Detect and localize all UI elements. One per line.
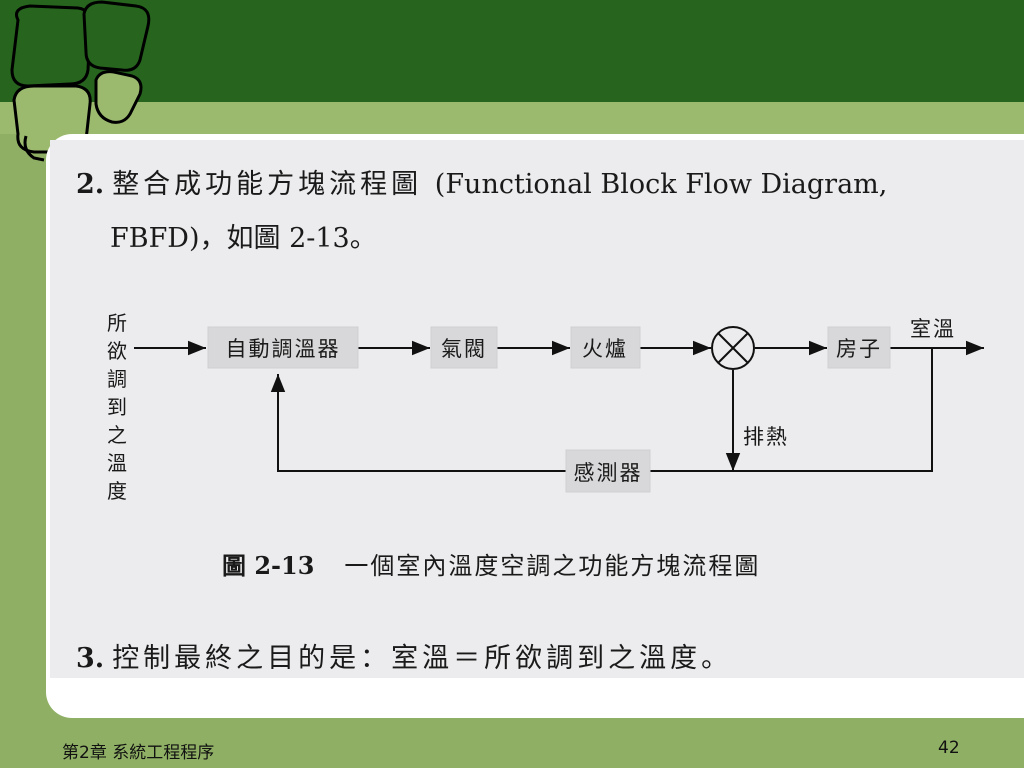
paragraph-2-chinese-text: 整合成功能方塊流程圖 <box>112 169 423 200</box>
output-label: 室溫 <box>910 317 956 341</box>
figure-caption: 圖 2-13 一個室內溫度空調之功能方塊流程圖 <box>222 546 760 581</box>
house-block-label: 房子 <box>836 337 882 361</box>
paragraph-2-english-text: (Functional Block Flow Diagram, <box>434 169 888 200</box>
house-block: 房子 <box>827 326 891 369</box>
paragraph-2-line-2: FBFD)，如圖 2-13。 <box>110 223 377 254</box>
furnace-block: 火爐 <box>570 326 641 369</box>
input-label-char-5: 之 <box>107 423 127 447</box>
figure-title: 一個室內溫度空調之功能方塊流程圖 <box>344 552 761 580</box>
paragraph-3: 3.控制最終之目的是：室溫＝所欲調到之溫度。 <box>76 636 732 675</box>
paragraph-2-line-1: 2.整合成功能方塊流程圖 (Functional Block Flow Diag… <box>76 162 887 201</box>
controller-block: 自動調溫器 <box>207 326 359 369</box>
content-panel <box>50 140 1024 678</box>
controller-block-label: 自動調溫器 <box>226 337 341 361</box>
input-label-char-6: 溫 <box>107 451 127 475</box>
furnace-block-label: 火爐 <box>582 337 628 361</box>
input-label-char-7: 度 <box>107 479 127 503</box>
valve-block: 氣閥 <box>430 326 498 369</box>
paragraph-2-number: 2. <box>76 169 105 200</box>
input-label: 所 欲 調 到 之 溫 度 <box>107 311 127 503</box>
input-label-char-4: 到 <box>107 395 127 419</box>
feedback-line-left <box>270 374 566 472</box>
paragraph-3-text: 控制最終之目的是：室溫＝所欲調到之溫度。 <box>112 643 733 674</box>
page-number: 42 <box>938 738 960 758</box>
sensor-block-label: 感測器 <box>574 461 643 485</box>
input-label-char-2: 欲 <box>107 339 127 363</box>
figure-number: 圖 2-13 <box>222 551 315 580</box>
input-label-char-1: 所 <box>107 311 127 335</box>
header-band-dark <box>0 0 1024 102</box>
input-label-char-3: 調 <box>107 367 127 391</box>
disturbance-label: 排熱 <box>743 425 789 449</box>
feedback-line-right <box>650 348 933 472</box>
footer-chapter: 第2章 系統工程程序 <box>62 743 215 763</box>
header-band-light <box>0 102 1024 134</box>
valve-block-label: 氣閥 <box>441 337 487 361</box>
sensor-block: 感測器 <box>565 449 651 493</box>
paragraph-3-number: 3. <box>76 643 105 674</box>
